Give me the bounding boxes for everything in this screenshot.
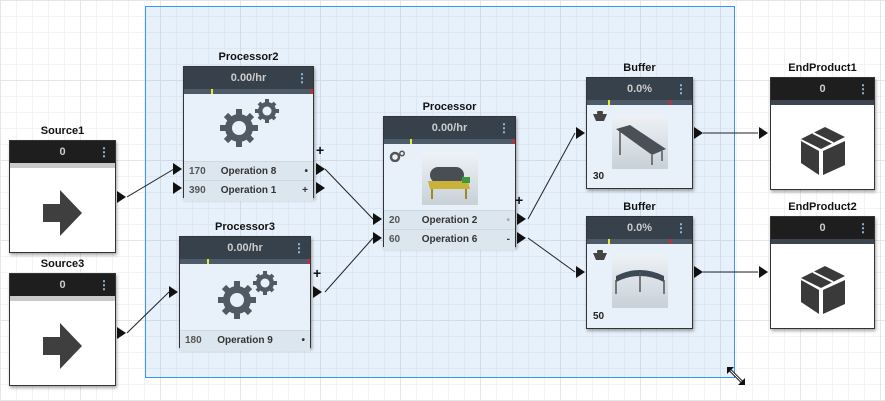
- menu-icon[interactable]: ⋮: [293, 241, 305, 255]
- buffer1-node[interactable]: Buffer 0.0% ⋮ 30: [576, 62, 703, 189]
- gears-small-icon: [389, 150, 405, 162]
- source1-node[interactable]: Source1 0 ⋮: [9, 125, 126, 253]
- gauge-low-marker: [211, 89, 213, 94]
- gauge-high-marker: [513, 139, 515, 144]
- gauge-high-marker: [669, 100, 671, 105]
- menu-icon[interactable]: ⋮: [857, 82, 869, 96]
- wire-processor-buffer1: [527, 132, 576, 220]
- wire-source3-processor3: [126, 291, 170, 334]
- output-port[interactable]: [694, 127, 703, 139]
- menu-icon[interactable]: ⋮: [296, 71, 308, 85]
- node-value: 0: [819, 222, 826, 234]
- buffer2-node[interactable]: Buffer 0.0% ⋮ 50: [576, 201, 703, 329]
- output-port[interactable]: [517, 213, 526, 225]
- rate: 0.00/hr: [230, 72, 267, 84]
- gauge: [180, 259, 310, 264]
- node-title: Buffer: [623, 62, 656, 74]
- output-port[interactable]: [694, 266, 703, 278]
- basket-icon: [593, 111, 607, 121]
- node-title: EndProduct1: [788, 62, 857, 74]
- node-title: Source3: [40, 258, 85, 270]
- straight-conveyor-image: [612, 115, 668, 169]
- output-port[interactable]: [313, 286, 322, 298]
- arrow-right-icon: [43, 190, 82, 236]
- gauge: [587, 239, 692, 244]
- node-title: Processor2: [218, 51, 279, 63]
- output-port[interactable]: [517, 232, 526, 244]
- node-title: Processor: [422, 101, 477, 113]
- add-output-icon[interactable]: +: [515, 192, 524, 208]
- wire-source1-processor2: [126, 168, 175, 198]
- menu-icon[interactable]: ⋮: [675, 221, 687, 235]
- input-port[interactable]: [576, 127, 585, 139]
- menu-icon[interactable]: ⋮: [857, 221, 869, 235]
- gauge-high-marker: [311, 89, 313, 94]
- input-port[interactable]: [373, 232, 382, 244]
- gauge: [184, 89, 313, 94]
- utilization: 0.0%: [626, 83, 653, 95]
- output-port[interactable]: [316, 182, 325, 194]
- menu-icon[interactable]: ⋮: [98, 145, 110, 159]
- wire-processor2-processor: [324, 168, 374, 220]
- capacity: 50: [593, 311, 605, 322]
- gauge-low-marker: [608, 239, 610, 244]
- gauge: [587, 100, 692, 105]
- arrow-right-icon: [43, 323, 82, 369]
- utilization: 0.0%: [626, 222, 653, 234]
- capacity: 30: [593, 171, 605, 182]
- node-value: 0: [59, 146, 66, 158]
- source3-node[interactable]: Source3 0 ⋮: [9, 258, 126, 386]
- node-title: Source1: [40, 125, 85, 137]
- gauge-high-marker: [308, 259, 310, 264]
- machine-image: [422, 153, 478, 205]
- gears-icon: [218, 271, 277, 319]
- curved-conveyor-image: [612, 254, 668, 308]
- box-icon: [801, 127, 845, 175]
- endproduct2-node[interactable]: EndProduct2 0 ⋮: [759, 201, 875, 329]
- node-title: Buffer: [623, 201, 656, 213]
- gauge-low-marker: [207, 259, 209, 264]
- wire-processor-buffer2: [527, 237, 576, 273]
- box-icon: [801, 266, 845, 314]
- output-port[interactable]: [117, 327, 126, 339]
- menu-icon[interactable]: ⋮: [98, 278, 110, 292]
- wire-processor3-processor: [324, 237, 374, 293]
- output-port[interactable]: [117, 191, 126, 203]
- add-output-icon[interactable]: +: [316, 142, 325, 158]
- input-port[interactable]: [576, 266, 585, 278]
- input-port[interactable]: [169, 286, 178, 298]
- gears-icon: [220, 99, 279, 147]
- gauge-low-marker: [608, 100, 610, 105]
- input-port[interactable]: [173, 163, 182, 175]
- input-port[interactable]: [759, 266, 768, 278]
- output-port[interactable]: [316, 163, 325, 175]
- node-title: EndProduct2: [788, 201, 857, 213]
- endproduct1-node[interactable]: EndProduct1 0 ⋮: [759, 62, 875, 190]
- input-port[interactable]: [373, 213, 382, 225]
- add-output-icon[interactable]: +: [313, 265, 322, 281]
- menu-icon[interactable]: ⋮: [675, 82, 687, 96]
- resize-cursor-icon[interactable]: [726, 366, 748, 388]
- gauge-low-marker: [410, 139, 412, 144]
- input-port[interactable]: [173, 182, 182, 194]
- node-value: 0: [59, 279, 66, 291]
- gauge-high-marker: [669, 239, 671, 244]
- rate: 0.00/hr: [431, 122, 468, 134]
- menu-icon[interactable]: ⋮: [498, 121, 510, 135]
- input-port[interactable]: [759, 127, 768, 139]
- node-value: 0: [819, 83, 826, 95]
- gauge: [384, 139, 515, 144]
- rate: 0.00/hr: [227, 242, 263, 254]
- basket-icon: [593, 250, 607, 260]
- node-title: Processor3: [215, 221, 275, 233]
